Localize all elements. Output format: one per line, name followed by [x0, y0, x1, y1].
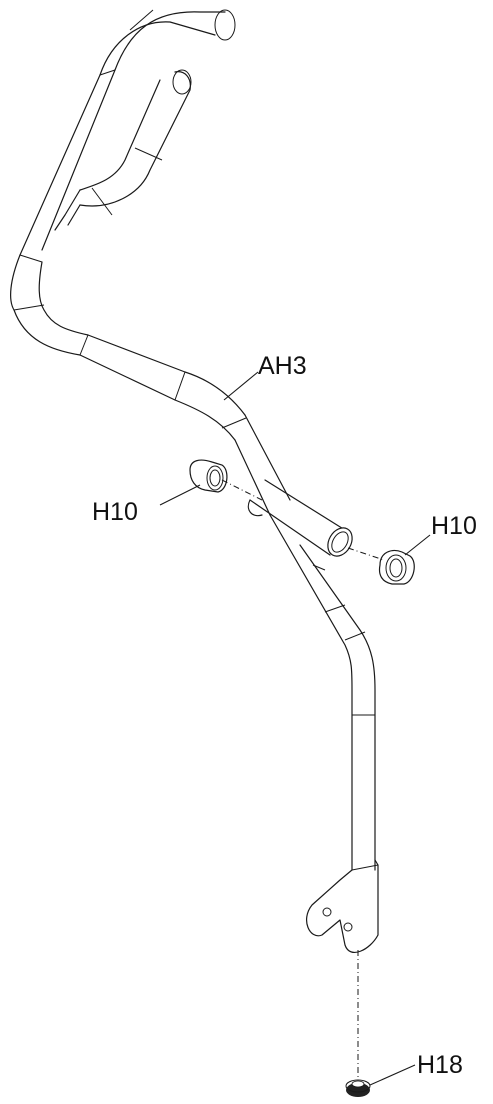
bushing-h10-right — [378, 549, 415, 585]
foot-cap-h18 — [345, 1079, 371, 1097]
leader-h10-right — [404, 534, 431, 556]
assembly-line-right — [347, 547, 385, 561]
assembly-line-left — [221, 479, 263, 501]
bushing-h10-left — [189, 459, 228, 493]
label-h10-left: H10 — [92, 498, 138, 526]
leader-h10-left — [159, 484, 201, 506]
label-ah3: AH3 — [258, 352, 307, 380]
label-h18: H18 — [417, 1051, 463, 1079]
leader-h18 — [369, 1064, 416, 1086]
leader-ah3 — [223, 371, 259, 401]
handlebar-ah3 — [10, 9, 379, 953]
label-h10-right: H10 — [431, 512, 477, 540]
